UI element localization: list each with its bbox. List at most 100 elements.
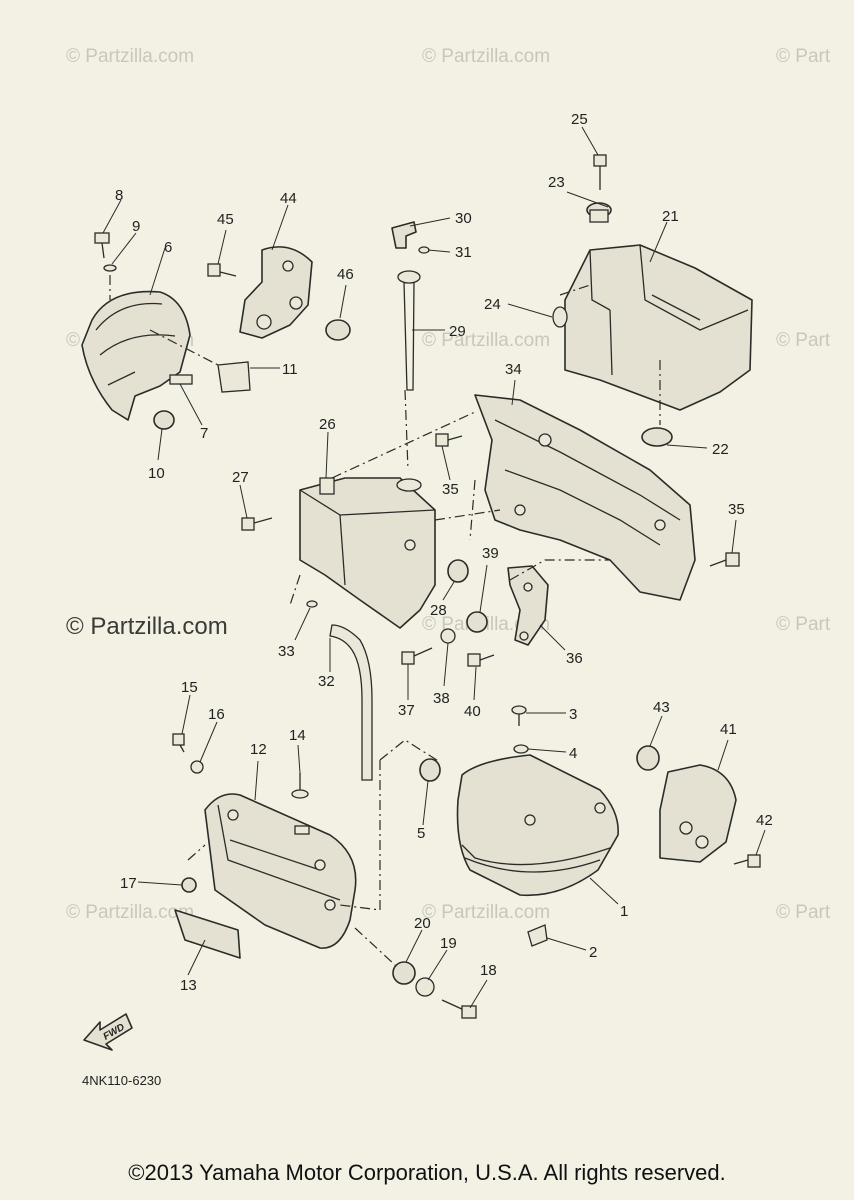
- callout-38: 38: [433, 690, 450, 707]
- part-screw-8: [94, 232, 117, 272]
- watermark-large: © Partzilla.com: [66, 613, 228, 640]
- part-headlight-cover: [81, 290, 191, 421]
- part-grommet-10: [153, 410, 175, 430]
- part-clip-31: [418, 246, 430, 254]
- fwd-arrow: FWD: [83, 1013, 133, 1051]
- part-collar-38: [440, 628, 456, 644]
- part-clip-7: [169, 374, 193, 385]
- callout-15: 15: [181, 679, 198, 696]
- callout-2: 2: [589, 944, 597, 961]
- part-emblem-13: [174, 909, 241, 959]
- diagram-code: 4NK110-6230: [82, 1073, 161, 1088]
- callout-27: 27: [232, 469, 249, 486]
- callout-10: 10: [148, 465, 165, 482]
- callout-1: 1: [620, 903, 628, 920]
- callout-30: 30: [455, 210, 472, 227]
- part-clip-33: [306, 600, 318, 608]
- part-side-cover-1: [456, 754, 619, 897]
- callout-22: 22: [712, 441, 729, 458]
- part-tank-26: [299, 477, 436, 629]
- callout-24: 24: [484, 296, 501, 313]
- part-bolt-37: [401, 647, 433, 665]
- part-bolt-40: [467, 653, 495, 667]
- watermark: © Partzilla.com: [422, 46, 550, 67]
- callout-34: 34: [505, 361, 522, 378]
- part-damper-20: [392, 961, 416, 985]
- callout-41: 41: [720, 721, 737, 738]
- callout-18: 18: [480, 962, 497, 979]
- watermark: © Partzilla.com: [66, 902, 194, 923]
- part-bolt-35b: [709, 552, 740, 567]
- part-damper-28: [447, 559, 469, 583]
- part-grommet-2: [527, 924, 548, 947]
- part-bolt-18: [441, 999, 477, 1019]
- callout-3: 3: [569, 706, 577, 723]
- part-collar-24: [552, 306, 568, 328]
- callout-5: 5: [417, 825, 425, 842]
- part-screw-3: [511, 705, 527, 726]
- callout-16: 16: [208, 706, 225, 723]
- part-label-11: [217, 361, 251, 393]
- watermark: © Part: [776, 614, 831, 635]
- callout-36: 36: [566, 650, 583, 667]
- part-bolt-42: [733, 854, 761, 868]
- part-damper-23: [586, 202, 612, 223]
- callout-44: 44: [280, 190, 297, 207]
- callout-14: 14: [289, 727, 306, 744]
- part-rod-29: [397, 270, 421, 391]
- part-grommet-22: [641, 427, 673, 447]
- callout-8: 8: [115, 187, 123, 204]
- callout-35: 35: [442, 481, 459, 498]
- part-bracket-36: [507, 565, 549, 646]
- callout-23: 23: [548, 174, 565, 191]
- part-hose-32: [329, 624, 373, 781]
- part-screw-15: [172, 733, 185, 753]
- copyright-notice: ©2013 Yamaha Motor Corporation, U.S.A. A…: [128, 1160, 726, 1185]
- part-damper-43: [636, 745, 660, 771]
- callout-21: 21: [662, 208, 679, 225]
- callout-43: 43: [653, 699, 670, 716]
- part-bolt-45: [207, 263, 237, 277]
- part-frame-bracket-34: [474, 394, 696, 601]
- part-damper-46: [325, 319, 351, 341]
- part-collar-19: [415, 977, 435, 997]
- part-battery-box-21: [564, 244, 753, 411]
- part-bracket-44: [239, 246, 313, 339]
- assembly-lines: [109, 275, 661, 966]
- callout-28: 28: [430, 602, 447, 619]
- callout-32: 32: [318, 673, 335, 690]
- leader-lines: [102, 126, 766, 1009]
- part-bolt-25: [593, 154, 607, 190]
- part-washer-16: [190, 760, 204, 774]
- callout-4: 4: [569, 745, 577, 762]
- callout-25: 25: [571, 111, 588, 128]
- watermark: © Part: [776, 46, 831, 67]
- callout-46: 46: [337, 266, 354, 283]
- callout-39: 39: [482, 545, 499, 562]
- part-bolt-35: [435, 433, 463, 447]
- part-damper-39: [466, 611, 488, 633]
- callout-35b: 35: [728, 501, 745, 518]
- callout-labels: 1 2 3 4 5 6 7 8 9 10 11 12 13 14 15 16 1…: [115, 111, 773, 994]
- callout-20: 20: [414, 915, 431, 932]
- watermark: © Partzilla.com: [66, 46, 194, 67]
- callout-33: 33: [278, 643, 295, 660]
- callout-37: 37: [398, 702, 415, 719]
- watermark: © Part: [776, 902, 831, 923]
- callout-13: 13: [180, 977, 197, 994]
- callout-12: 12: [250, 741, 267, 758]
- callout-7: 7: [200, 425, 208, 442]
- callout-42: 42: [756, 812, 773, 829]
- callout-11: 11: [282, 361, 298, 378]
- part-cover-41: [659, 764, 737, 863]
- callout-29: 29: [449, 323, 466, 340]
- callout-19: 19: [440, 935, 457, 952]
- part-washer-4: [513, 744, 529, 754]
- callout-9: 9: [132, 218, 140, 235]
- callout-17: 17: [120, 875, 137, 892]
- part-nut-17: [181, 877, 197, 893]
- callout-26: 26: [319, 416, 336, 433]
- callout-45: 45: [217, 211, 234, 228]
- callout-31: 31: [455, 244, 472, 261]
